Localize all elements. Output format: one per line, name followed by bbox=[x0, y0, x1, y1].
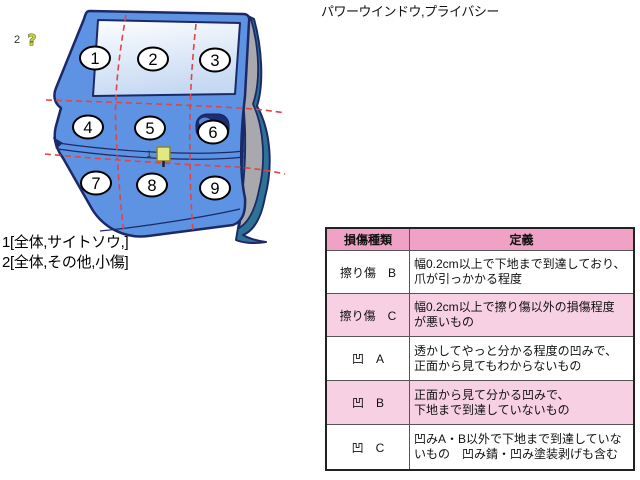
zone-5[interactable]: 5 bbox=[134, 115, 166, 141]
damage-notes: 1[全体,サイトソウ,] 2[全体,その他,小傷] bbox=[2, 233, 129, 273]
damage-marker-square bbox=[156, 146, 171, 162]
zone-9-label: 9 bbox=[210, 180, 219, 198]
zone-3-label: 3 bbox=[210, 52, 219, 70]
marker-legend-number: 2 bbox=[14, 34, 21, 46]
zone-5-label: 5 bbox=[145, 120, 154, 138]
zone-9[interactable]: 9 bbox=[199, 175, 231, 201]
small-scratch-marker-icon: ? bbox=[27, 31, 37, 49]
table-row-type: 凹 B bbox=[327, 381, 409, 424]
table-row-type: 凹 C bbox=[327, 425, 409, 469]
damage-marker[interactable]: 1 bbox=[146, 146, 171, 167]
zone-markers: 1 2 3 4 5 6 7 8 bbox=[72, 45, 231, 201]
svg-text:?: ? bbox=[28, 31, 37, 49]
table-row-definition: 幅0.2cm以上で下地まで到達しており、 爪が引っかかる程度 bbox=[410, 251, 633, 293]
table-row-type: 凹 A bbox=[327, 337, 409, 380]
zone-4[interactable]: 4 bbox=[72, 114, 104, 140]
equipment-note: パワーウインドウ,プライバシー bbox=[321, 4, 499, 19]
zone-7-label: 7 bbox=[91, 175, 100, 193]
zone-1[interactable]: 1 bbox=[79, 45, 111, 71]
zone-6-label: 6 bbox=[208, 124, 217, 142]
zone-2[interactable]: 2 bbox=[137, 46, 169, 72]
damage-legend-table: 損傷種類 定義 擦り傷 B 幅0.2cm以上で下地まで到達しており、 爪が引っか… bbox=[325, 227, 635, 471]
zone-1-label: 1 bbox=[90, 50, 99, 68]
table-row-definition: 透かしてやっと分かる程度の凹みで、 正面から見てもわからないもの bbox=[410, 337, 633, 380]
damage-note-2: 2[全体,その他,小傷] bbox=[2, 254, 129, 271]
grid-line-vertical-1 bbox=[114, 14, 127, 234]
grid-line-horizontal-2 bbox=[44, 153, 286, 175]
table-header-damage-type: 損傷種類 bbox=[327, 229, 409, 250]
zone-4-label: 4 bbox=[83, 119, 92, 137]
table-row-definition: 正面から見て分かる凹みで、 下地まで到達していないもの bbox=[410, 381, 633, 424]
damage-marker-number: 1 bbox=[146, 149, 151, 159]
table-row-type: 擦り傷 B bbox=[327, 251, 409, 293]
grid-line-vertical-2 bbox=[188, 23, 197, 231]
zone-6[interactable]: 6 bbox=[197, 119, 229, 145]
table-header-definition: 定義 bbox=[410, 229, 633, 250]
zone-8[interactable]: 8 bbox=[136, 172, 168, 198]
table-row-type: 擦り傷 C bbox=[327, 294, 409, 336]
door-bottom-crease-line bbox=[99, 208, 241, 232]
zone-2-label: 2 bbox=[148, 51, 157, 69]
zone-8-label: 8 bbox=[147, 177, 156, 195]
table-row-definition: 凹みA・B以外で下地まで到達していな いもの 凹み錆・凹み塗装剥げも含む bbox=[410, 425, 633, 469]
grid-line-horizontal-1 bbox=[45, 99, 286, 114]
table-row-definition: 幅0.2cm以上で擦り傷以外の損傷程度 が悪いもの bbox=[410, 294, 633, 336]
zone-7[interactable]: 7 bbox=[80, 170, 112, 196]
zone-3[interactable]: 3 bbox=[199, 47, 231, 73]
damage-note-1: 1[全体,サイトソウ,] bbox=[2, 234, 129, 251]
marker-legend: 2 ? bbox=[14, 31, 39, 49]
section-grid bbox=[44, 14, 286, 234]
